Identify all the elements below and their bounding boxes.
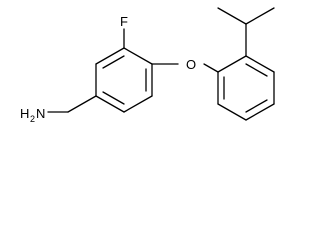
bond [217,55,247,73]
oxygen-atom-label: O [186,57,196,72]
double-bond-inner [102,55,125,69]
bond [95,47,125,65]
amine-h-label: H [20,106,29,121]
double-bond-inner [245,99,268,113]
fluorine-atom-label: F [120,14,128,29]
bond [245,103,275,121]
bond-ring-ch2 [67,95,97,113]
double-bond-inner [102,91,125,105]
bond [95,95,125,113]
ring-b [217,55,275,121]
bond [217,103,247,121]
bond [123,47,153,65]
bond-isopropyl-methyl-left [217,7,247,25]
bond [123,95,153,113]
bond-o-c [203,63,219,73]
ring-a [95,47,153,113]
amine-n-label: N [36,106,45,121]
chemical-structure-diagram: F O H 2 N [20,7,275,124]
amine-subscript-label: 2 [30,114,35,124]
bond-isopropyl-methyl-right [245,7,275,25]
bond [245,55,275,73]
double-bond-inner [245,63,268,77]
